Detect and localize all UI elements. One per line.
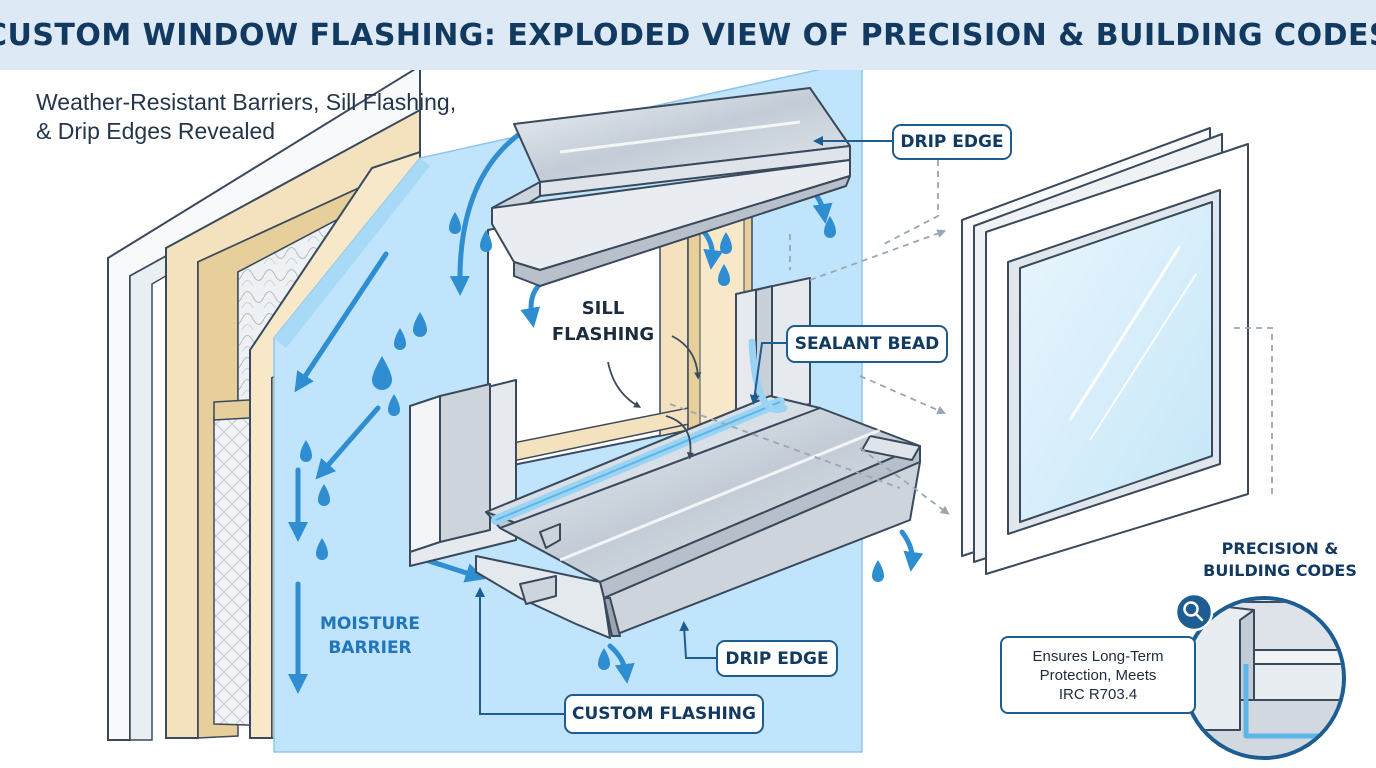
flow-arrow-icon xyxy=(701,229,724,270)
sill-flashing-label-line: SILL xyxy=(581,298,625,319)
sill-flashing-label: SILL FLASHING xyxy=(538,296,668,348)
water-drop-icon xyxy=(394,328,406,350)
subtitle-line: Weather-Resistant Barriers, Sill Flashin… xyxy=(36,89,457,115)
moisture-barrier-label: MOISTURE BARRIER xyxy=(300,612,440,660)
codes-note-line: IRC R703.4 xyxy=(1058,685,1138,703)
water-drop-icon xyxy=(449,212,461,234)
water-drop-icon xyxy=(824,216,836,238)
precision-codes-label-line: BUILDING CODES xyxy=(1203,561,1357,580)
flow-arrow-icon xyxy=(899,529,924,572)
water-drop-icon xyxy=(316,538,328,560)
subtitle: Weather-Resistant Barriers, Sill Flashin… xyxy=(36,88,556,146)
drip-edge-bottom-callout: DRIP EDGE xyxy=(716,640,838,677)
water-drop-icon xyxy=(872,560,884,582)
water-drop-icon xyxy=(413,312,427,337)
assembly-guide-lines xyxy=(669,160,1273,515)
codes-note-line: Ensures Long-Term xyxy=(1032,647,1164,665)
water-drop-icon xyxy=(598,648,610,670)
flow-arrow-icon xyxy=(607,643,635,684)
head-drip-edge xyxy=(491,87,851,287)
water-drop-icon xyxy=(372,356,392,390)
title-banner: CUSTOM WINDOW FLASHING: EXPLODED VIEW OF… xyxy=(0,0,1376,70)
window-unit xyxy=(961,127,1249,575)
water-drop-icon xyxy=(720,232,732,254)
flow-arrow-icon xyxy=(315,405,381,480)
custom-flashing-callout: CUSTOM FLASHING xyxy=(564,694,764,734)
water-drops xyxy=(300,142,884,670)
flow-arrow-icon xyxy=(449,129,525,296)
codes-note-box: Ensures Long-Term Protection, Meets IRC … xyxy=(1000,636,1196,714)
water-drop-icon xyxy=(300,440,312,462)
subtitle-line: & Drip Edges Revealed xyxy=(36,118,276,144)
water-drop-icon xyxy=(318,484,330,506)
sill-flashing-pointers xyxy=(607,335,702,460)
sealant-bead-callout: SEALANT BEAD xyxy=(786,325,948,363)
page-title: CUSTOM WINDOW FLASHING: EXPLODED VIEW OF… xyxy=(0,17,1376,53)
water-drop-icon xyxy=(388,394,400,416)
codes-note-line: Protection, Meets xyxy=(1039,666,1157,684)
detail-magnifier-circle xyxy=(1174,592,1346,760)
moisture-barrier-label-line: MOISTURE xyxy=(319,614,421,634)
sill-flashing-label-line: FLASHING xyxy=(551,324,655,345)
water-drop-icon xyxy=(718,264,730,286)
precision-codes-label: PRECISION & BUILDING CODES xyxy=(1180,538,1376,582)
drip-edge-top-callout: DRIP EDGE xyxy=(892,124,1012,160)
flow-arrow-icon xyxy=(294,251,389,393)
moisture-barrier-label-line: BARRIER xyxy=(328,638,412,658)
magnifier-icon xyxy=(1183,601,1204,622)
sill-pan-flashing xyxy=(475,338,921,639)
left-jamb-flashing xyxy=(409,379,517,567)
water-drop-icon xyxy=(480,230,492,252)
precision-codes-label-line: PRECISION & xyxy=(1221,539,1339,558)
